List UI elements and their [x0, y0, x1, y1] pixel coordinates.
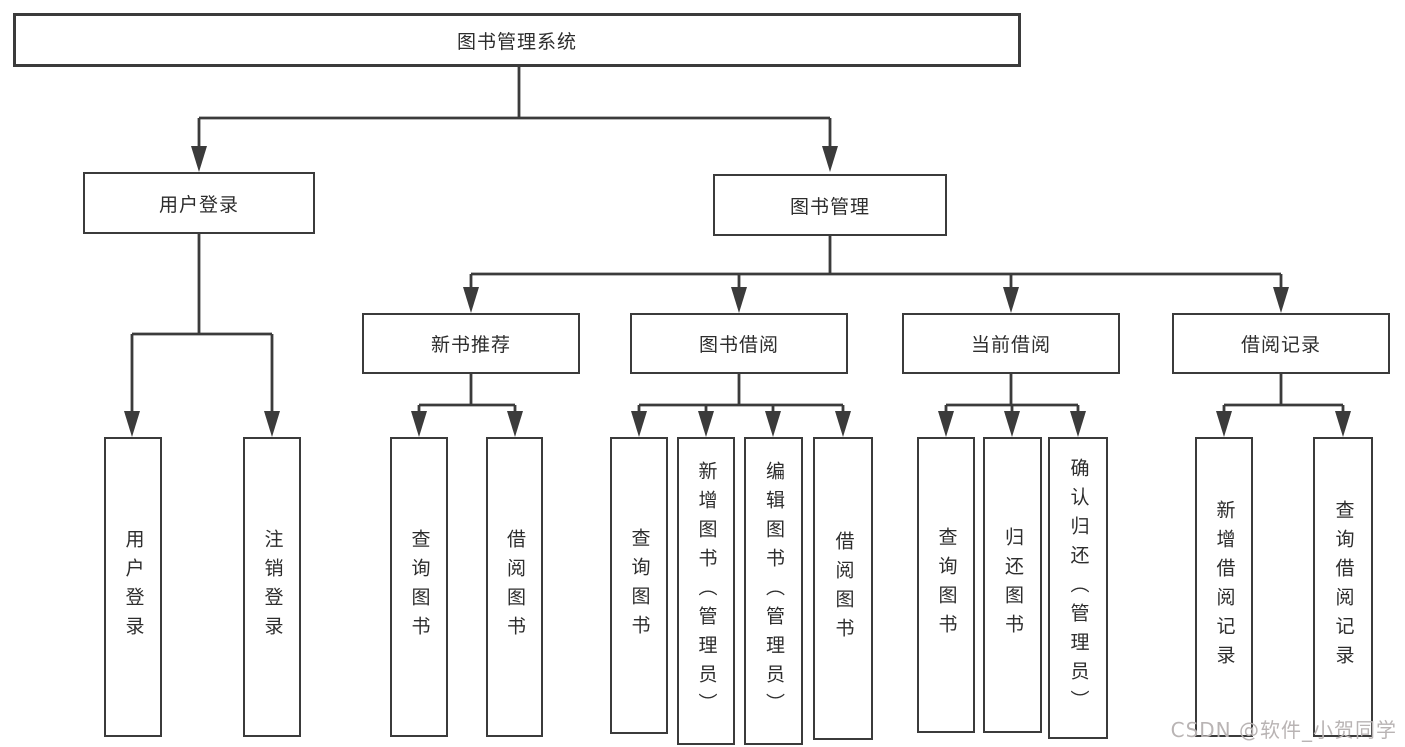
node-add-books-admin: 新增图书（管理员） [677, 437, 735, 745]
node-label: 借阅记录 [1240, 334, 1321, 356]
node-user-login: 用户登录 [83, 172, 315, 234]
node-label: 查询图书 [935, 527, 958, 643]
node-label: 归还图书 [1001, 527, 1024, 643]
node-label: 新增图书（管理员） [695, 460, 718, 722]
node-query-borrow-record: 查询借阅记录 [1313, 437, 1373, 737]
node-label: 图书管理 [789, 195, 870, 218]
node-label: 编辑图书（管理员） [762, 460, 785, 722]
node-edit-books-admin: 编辑图书（管理员） [744, 437, 803, 745]
node-borrow-books-borrow: 借阅图书 [813, 437, 873, 740]
node-book-management: 图书管理 [713, 174, 947, 236]
node-label: 查询图书 [628, 527, 651, 644]
node-label: 当前借阅 [970, 334, 1051, 356]
arrowheads [124, 146, 1351, 437]
node-add-borrow-record: 新增借阅记录 [1195, 437, 1253, 737]
node-label: 图书管理系统 [456, 30, 577, 53]
node-query-books-recommend: 查询图书 [390, 437, 448, 737]
node-borrowing-records: 借阅记录 [1172, 313, 1390, 374]
node-label: 图书借阅 [698, 334, 779, 356]
node-logout: 注销登录 [243, 437, 301, 737]
node-label: 借阅图书 [503, 529, 526, 645]
node-library-management-system: 图书管理系统 [13, 13, 1021, 67]
node-label: 新书推荐 [430, 334, 511, 356]
csdn-watermark: CSDN @软件_小贺同学 [1170, 718, 1397, 742]
node-label: 借阅图书 [832, 530, 855, 647]
node-query-books-borrow: 查询图书 [610, 437, 668, 734]
node-label: 用户登录 [122, 529, 145, 645]
node-label: 新增借阅记录 [1213, 500, 1236, 674]
node-label: 查询借阅记录 [1332, 500, 1355, 674]
node-book-borrowing: 图书借阅 [630, 313, 848, 374]
node-label: 用户登录 [158, 193, 239, 216]
node-label: 确认归还（管理员） [1067, 457, 1090, 719]
node-confirm-return-admin: 确认归还（管理员） [1048, 437, 1108, 739]
node-new-book-recommendation: 新书推荐 [362, 313, 580, 374]
node-query-books-current: 查询图书 [917, 437, 975, 733]
node-label: 查询图书 [408, 529, 431, 645]
node-label: 注销登录 [261, 529, 284, 645]
node-current-borrowing: 当前借阅 [902, 313, 1120, 374]
node-borrow-books-recommend: 借阅图书 [486, 437, 543, 737]
node-return-books: 归还图书 [983, 437, 1042, 733]
node-user-login-action: 用户登录 [104, 437, 162, 737]
